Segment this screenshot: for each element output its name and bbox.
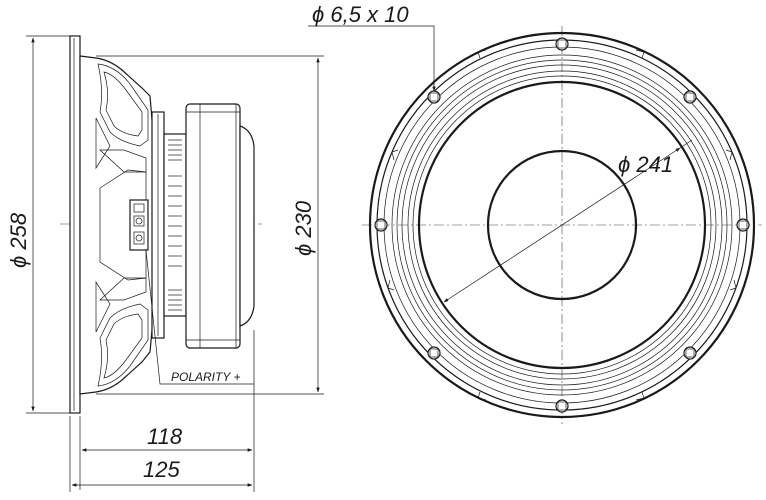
side-view [60, 35, 262, 414]
mount-hole-icon [555, 399, 569, 413]
dim-outer-diameter: ϕ 258 [6, 35, 70, 414]
mount-hole-icon [427, 90, 441, 104]
mounting-flange [69, 35, 81, 414]
magnet-cap [239, 125, 255, 327]
mount-hole-icon [555, 37, 569, 51]
mount-hole-icon [374, 218, 388, 232]
cone-diameter-line [443, 147, 681, 303]
depth-125-label: 125 [143, 457, 180, 482]
dim-depth-118: 118 [79, 330, 255, 490]
magnet [185, 103, 241, 349]
body-diameter-label: ϕ 230 [291, 200, 316, 256]
ring-notches [387, 49, 737, 401]
terminal-block [129, 199, 149, 251]
dim-body-diameter: ϕ 230 [96, 55, 324, 395]
mount-hole-callout: ϕ 6,5 x 10 [308, 2, 436, 92]
mount-hole-icon [736, 218, 750, 232]
mount-hole-icon [427, 346, 441, 360]
mount-hole-label: ϕ 6,5 x 10 [312, 2, 409, 27]
outer-diameter-label: ϕ 258 [6, 212, 31, 268]
mounting-holes [374, 37, 750, 413]
mount-hole-icon [683, 346, 697, 360]
cone-diameter-label: ϕ 241 [618, 152, 673, 177]
depth-118-label: 118 [147, 424, 183, 449]
cone-edge [417, 80, 707, 370]
mount-hole-icon [683, 90, 697, 104]
front-view: ϕ 241 [362, 26, 762, 424]
polarity-label: POLARITY + [171, 370, 240, 384]
dim-depth-125: 125 [69, 416, 255, 492]
outer-frame-ring [368, 31, 756, 419]
polarity-callout: POLARITY + [145, 249, 254, 385]
vent-slots [168, 139, 182, 311]
